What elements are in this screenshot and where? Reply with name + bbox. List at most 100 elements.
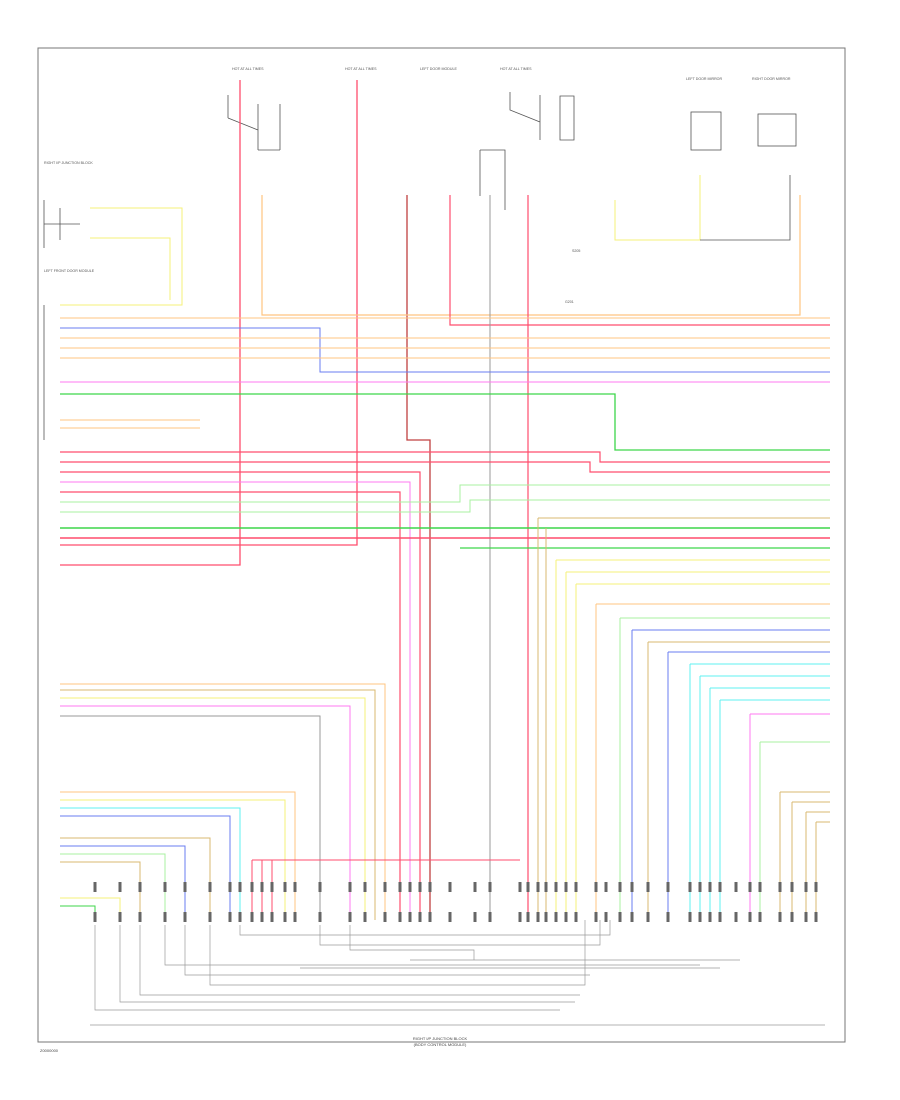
wire-61: [60, 845, 186, 920]
wire-23: [60, 471, 421, 920]
connector-pin: [536, 912, 540, 922]
fuse-label-2: HOT AT ALL TIMES: [345, 67, 377, 71]
connector-pin: [758, 882, 762, 892]
connector-pin: [283, 912, 287, 922]
splice-label: S205: [572, 249, 580, 253]
mirror-left-box: [690, 111, 722, 151]
wire-13: [60, 327, 830, 373]
connector-pin: [604, 912, 608, 922]
wire-42: [699, 675, 830, 920]
wire-10: [60, 207, 183, 306]
wire-26: [60, 484, 830, 503]
connector-pin: [473, 882, 477, 892]
component-label-mirror-left: LEFT DOOR MIRROR: [686, 77, 722, 81]
connector-pin: [208, 882, 212, 892]
connector-pin: [646, 882, 650, 892]
connector-pin: [564, 882, 568, 892]
wire-11: [90, 237, 171, 300]
wire-51: [60, 683, 386, 920]
connector-pin: [418, 912, 422, 922]
fuse-label-1: HOT AT ALL TIMES: [232, 67, 264, 71]
wire-58: [60, 807, 241, 920]
wire-48: [791, 801, 830, 920]
connector-pin: [554, 912, 558, 922]
connector-pin: [93, 912, 97, 922]
left-mid-block-label: LEFT FRONT DOOR MODULE: [44, 269, 95, 273]
component-label-mirror-right: RIGHT DOOR MIRROR: [752, 77, 791, 81]
connector-pin: [734, 912, 738, 922]
connector-pin: [518, 882, 522, 892]
connector-pin: [708, 912, 712, 922]
connector-pin: [778, 882, 782, 892]
connector-pin: [408, 912, 412, 922]
wire-4: [261, 195, 801, 316]
wire-55: [60, 715, 321, 920]
wire-52: [60, 689, 376, 920]
connector-pin: [790, 882, 794, 892]
wire-40: [667, 651, 830, 920]
connector-pin: [790, 912, 794, 922]
connector-pin: [630, 882, 634, 892]
connector-pins-layer: [93, 882, 818, 922]
wire-1: [60, 80, 241, 566]
connector-pin: [804, 912, 808, 922]
wire-39: [647, 641, 830, 920]
wire-34: [565, 571, 830, 920]
wire-35: [575, 583, 830, 920]
connector-pin: [138, 912, 142, 922]
connector-pin: [688, 882, 692, 892]
connector-pin: [283, 882, 287, 892]
connector-pin: [630, 912, 634, 922]
left-top-block-label: RIGHT I/P JUNCTION BLOCK: [44, 161, 93, 165]
ground-return-7: [139, 925, 580, 996]
wire-33: [555, 559, 830, 920]
diagram-frame: [37, 47, 846, 1043]
connector-pin: [163, 882, 167, 892]
ground-return-9: [94, 925, 560, 1011]
switch-1: [227, 95, 281, 151]
connector-pin: [698, 882, 702, 892]
connector-pin: [518, 912, 522, 922]
connector-pin: [348, 912, 352, 922]
wire-24: [60, 481, 411, 920]
connector-pin: [293, 882, 297, 892]
wire-36: [595, 603, 830, 920]
connector-pin: [618, 912, 622, 922]
connector-pin: [260, 882, 264, 892]
connector-pin: [748, 882, 752, 892]
ground-return-6: [164, 925, 700, 966]
connector-pin: [250, 912, 254, 922]
connector-pin: [363, 912, 367, 922]
wire-47: [779, 791, 830, 920]
connector-pin: [718, 912, 722, 922]
connector-pin: [814, 882, 818, 892]
connector-pin: [118, 882, 122, 892]
connector-pin: [270, 882, 274, 892]
connector-pin: [163, 912, 167, 922]
wire-64: [60, 897, 121, 920]
wire-50: [815, 821, 830, 920]
connector-pin: [666, 882, 670, 892]
fuse-label-4: HOT AT ALL TIMES: [500, 67, 532, 71]
connector-pin: [698, 912, 702, 922]
connector-pin: [118, 912, 122, 922]
caption-line-2: (BODY CONTROL MODULE): [414, 1042, 467, 1047]
connector-pin: [138, 882, 142, 892]
connector-pin: [778, 912, 782, 922]
fuse-label-3: LEFT DOOR MODULE: [420, 67, 457, 71]
wire-54: [60, 705, 351, 920]
connector-pin: [428, 882, 432, 892]
connector-pin: [408, 882, 412, 892]
switch-2: [509, 92, 575, 141]
connector-pin: [554, 882, 558, 892]
wire-18: [60, 393, 830, 451]
connector-pin: [718, 882, 722, 892]
connector-pin: [488, 882, 492, 892]
mirror-right-box: [757, 113, 797, 147]
connector-pin: [618, 882, 622, 892]
figure-id: Z0000000: [40, 1048, 59, 1053]
wire-21: [60, 451, 830, 463]
ground-return-2: [319, 920, 601, 946]
wire-22: [60, 461, 830, 473]
connector-pin: [574, 912, 578, 922]
